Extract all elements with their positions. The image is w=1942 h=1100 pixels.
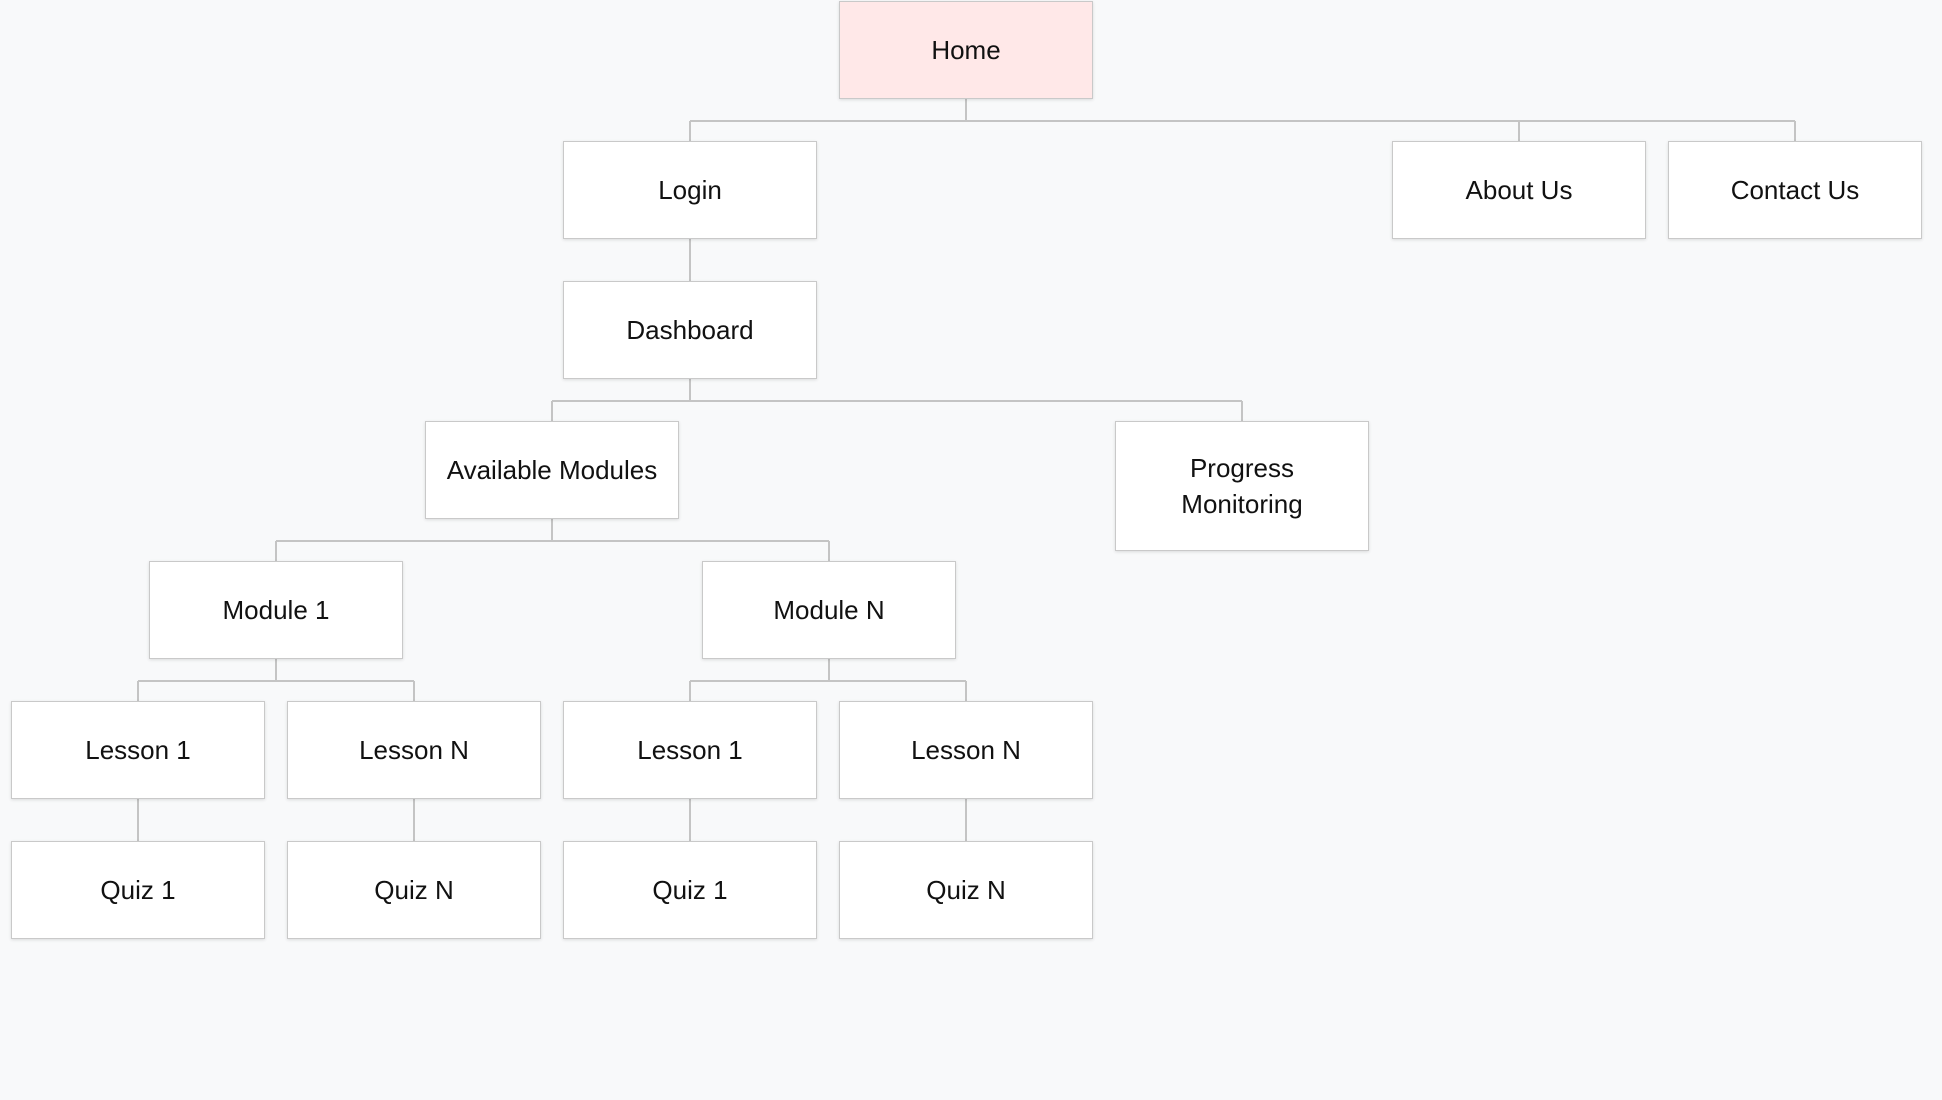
module-n-quiz-n-label: Quiz N (926, 875, 1006, 905)
module-1-lesson-1-label: Lesson 1 (85, 735, 191, 765)
module-1-quiz-n-node: Quiz N (287, 841, 541, 939)
module-1-lesson-1-node: Lesson 1 (11, 701, 265, 799)
module-1-lesson-n-label: Lesson N (359, 735, 469, 765)
login-label: Login (658, 175, 722, 205)
module-1-lesson-n-node: Lesson N (287, 701, 541, 799)
module-n-lesson-1-node: Lesson 1 (563, 701, 817, 799)
module-1-quiz-1-label: Quiz 1 (100, 875, 176, 905)
connector-modulen-lessons (689, 659, 967, 701)
module-n-lesson-n-node: Lesson N (839, 701, 1093, 799)
module-1-node: Module 1 (149, 561, 403, 659)
about-us-node: About Us (1392, 141, 1646, 239)
dashboard-label: Dashboard (626, 315, 754, 345)
module-n-quiz-1-label: Quiz 1 (652, 875, 728, 905)
available-modules-node: Available Modules (425, 421, 679, 519)
available-modules-label: Available Modules (446, 455, 658, 485)
progress-monitoring-node: Progress Monitoring (1115, 421, 1369, 551)
connector-modules-children (275, 519, 830, 561)
progress-monitoring-label: Progress Monitoring (1181, 453, 1303, 519)
module-n-lesson-1-label: Lesson 1 (637, 735, 743, 765)
connector-module1-lessons (137, 659, 415, 701)
contact-us-label: Contact Us (1730, 175, 1860, 205)
login-node: Login (563, 141, 817, 239)
home-label: Home (931, 35, 1001, 65)
module-n-lesson-n-label: Lesson N (911, 735, 1021, 765)
dashboard-node: Dashboard (563, 281, 817, 379)
connector-lessons-quizzes (137, 799, 967, 841)
connector-home-children (689, 99, 1796, 141)
module-n-node: Module N (702, 561, 956, 659)
connector-dashboard-children (551, 379, 1243, 421)
module-1-label: Module 1 (222, 595, 330, 625)
module-1-quiz-n-label: Quiz N (374, 875, 454, 905)
about-us-label: About Us (1465, 175, 1573, 205)
module-n-quiz-n-node: Quiz N (839, 841, 1093, 939)
contact-us-node: Contact Us (1668, 141, 1922, 239)
module-n-quiz-1-node: Quiz 1 (563, 841, 817, 939)
home-node: Home (839, 1, 1093, 99)
module-n-label: Module N (773, 595, 885, 625)
module-1-quiz-1-node: Quiz 1 (11, 841, 265, 939)
